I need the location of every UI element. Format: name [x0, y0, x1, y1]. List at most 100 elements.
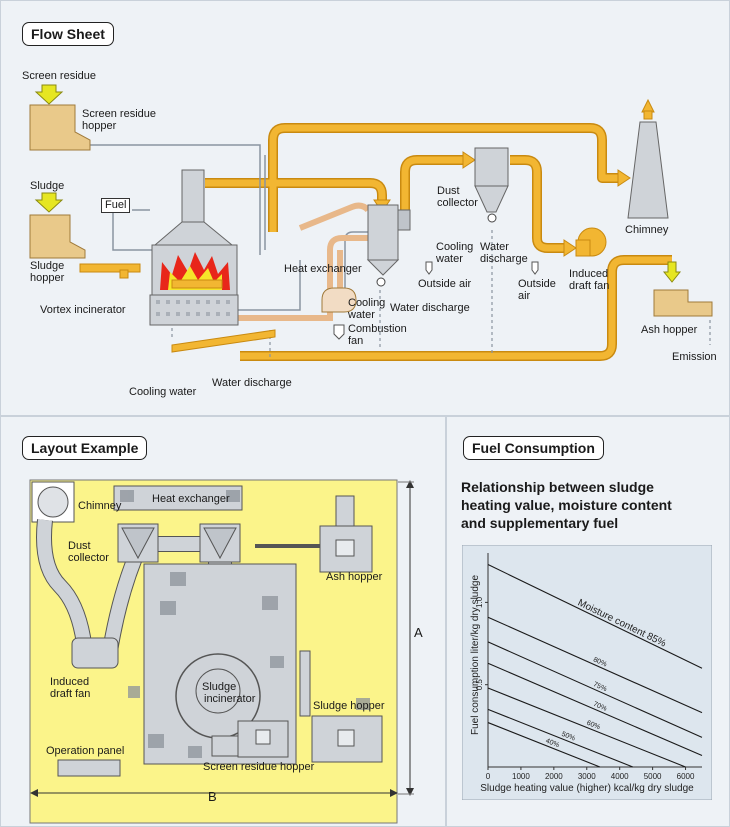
label-induced-draft-fan-1: Induced [569, 268, 609, 280]
chart-y-tick-label: 0.5 [475, 679, 484, 691]
fuel-consumption-heading: Fuel Consumption [463, 436, 604, 460]
label-water-discharge-3: Water discharge [212, 377, 292, 389]
sludge-feed-arrow [34, 192, 64, 213]
layout-chimney-shape [37, 486, 69, 518]
layout-example-heading: Layout Example [22, 436, 148, 460]
label-cooling-water-2b: water [436, 253, 463, 265]
combustion-fan-arrow [333, 324, 345, 340]
label-outside-air-2a: Outside [518, 278, 556, 290]
layout-label-heat-exchanger: Heat exchanger [152, 493, 230, 505]
label-water-discharge-2a: Water [480, 241, 509, 253]
label-cooling-water-1b: water [348, 309, 375, 321]
chart-x-tick-label: 6000 [677, 772, 695, 781]
combustion-fan-shape [321, 287, 357, 313]
label-vortex-incinerator: Vortex incinerator [40, 304, 126, 316]
label-outside-air-1: Outside air [418, 278, 472, 290]
screen-residue-feed-arrow [34, 84, 64, 105]
layout-dimension-a: A [414, 625, 423, 640]
chart-series-label: 70% [592, 701, 608, 713]
label-combustion-fan-2: fan [348, 335, 364, 347]
label-heat-exchanger: Heat exchanger [284, 263, 362, 275]
sludge-hopper-shape [29, 214, 86, 259]
chart-x-tick-label: 5000 [644, 772, 662, 781]
chart-series-line [487, 722, 601, 768]
ash-hopper-shape [653, 289, 713, 317]
chart-series-line [487, 564, 703, 669]
screen-residue-hopper-shape [29, 104, 91, 151]
fuel-subtitle-line-2: heating value, moisture content [461, 497, 672, 513]
chart-series-line [487, 616, 703, 714]
label-dust-collector-2: collector [437, 197, 478, 209]
layout-operation-panel-shape [57, 759, 121, 777]
layout-label-induced-draft-fan-2: draft fan [50, 688, 91, 700]
chart-series-label: 40% [545, 738, 561, 750]
label-water-discharge-2b: discharge [480, 253, 528, 265]
chart-series-line [487, 641, 703, 738]
chart-x-axis-label: Sludge heating value (higher) kcal/kg dr… [480, 783, 694, 794]
outside-air-arrow-2 [531, 261, 539, 275]
incinerator-stack [181, 169, 205, 226]
chart-y-axis-label: Fuel consumption liter/kg dry sludge [470, 575, 481, 736]
chart-series-label: 50% [560, 731, 576, 743]
layout-label-sludge-incinerator-1: Sludge [202, 681, 237, 693]
layout-label-screen-residue-hopper: Screen residue hopper [203, 761, 315, 773]
layout-label-dust-collector-2: collector [68, 552, 109, 564]
layout-example-diagram [29, 479, 414, 824]
heat-exchanger-shape [367, 204, 399, 261]
incinerator-hood [153, 221, 234, 246]
chart-x-tick-label: 2000 [545, 772, 563, 781]
label-cooling-water-1a: Cooling [348, 297, 386, 309]
layout-label-sludge-incinerator-2: incinerator [204, 693, 256, 705]
chart-background [462, 545, 712, 800]
layout-label-ash-hopper: Ash hopper [326, 571, 383, 583]
chart-series-line [487, 687, 686, 768]
layout-induced-draft-fan-shape [71, 637, 119, 669]
label-cooling-water-3: Cooling water [129, 386, 197, 398]
label-sludge-hopper-1: Sludge [30, 260, 65, 272]
duct-arrow-dust [462, 151, 476, 169]
label-fuel: Fuel [101, 198, 131, 213]
duct-arrow-fan [563, 239, 577, 257]
chart-series-line [487, 662, 703, 756]
layout-label-sludge-hopper: Sludge hopper [313, 700, 385, 712]
label-induced-draft-fan-2: draft fan [569, 280, 610, 292]
label-screen-residue-hopper-1: Screen residue [82, 108, 156, 120]
chart-x-tick-label: 0 [486, 772, 491, 781]
layout-heat-exchanger-shape [113, 485, 243, 511]
chart-x-tick-label: 3000 [578, 772, 596, 781]
layout-label-operation-panel: Operation panel [46, 745, 125, 757]
label-ash-hopper: Ash hopper [641, 324, 698, 336]
layout-dimension-b: B [208, 789, 217, 804]
chart-x-tick-label: 4000 [611, 772, 629, 781]
flow-sheet-diagram [29, 84, 713, 361]
layout-label-induced-draft-fan-1: Induced [50, 676, 90, 688]
flow-sheet-heading: Flow Sheet [22, 22, 114, 46]
label-outside-air-2b: air [518, 290, 531, 302]
label-sludge-hopper-2: hopper [30, 272, 65, 284]
dust-collector-valve [487, 213, 497, 223]
label-emission: Emission [672, 351, 717, 363]
label-water-discharge-1: Water discharge [390, 302, 470, 314]
ash-conveyor [171, 329, 276, 353]
label-screen-residue: Screen residue [22, 70, 96, 82]
dust-collector-shape [474, 147, 509, 187]
label-dust-collector-1: Dust [437, 185, 460, 197]
label-screen-residue-hopper-2: hopper [82, 120, 117, 132]
layout-label-dust-collector-1: Dust [68, 540, 91, 552]
layout-label-chimney: Chimney [78, 500, 122, 512]
sludge-conveyor [79, 263, 141, 273]
outside-air-arrow-1 [425, 261, 433, 275]
label-combustion-fan-1: Combustion [348, 323, 407, 335]
emission-arrow [641, 98, 655, 113]
chart-y-tick-label: 1.0 [475, 596, 484, 608]
duct-arrow-chimney [617, 169, 631, 187]
incinerator-base [149, 294, 239, 326]
chart-x-tick-label: 1000 [512, 772, 530, 781]
chimney-shape [627, 121, 669, 219]
chart-series-label: 60% [585, 720, 601, 732]
fuel-subtitle-line-1: Relationship between sludge [461, 479, 654, 495]
chart-series-line [487, 708, 634, 768]
fuel-subtitle-line-3: and supplementary fuel [461, 515, 619, 531]
label-chimney: Chimney [625, 224, 669, 236]
